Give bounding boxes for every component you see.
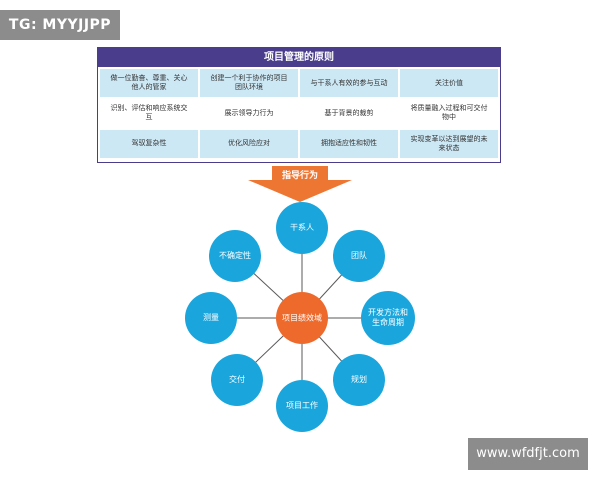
principles-title: 项目管理的原则 (98, 48, 500, 67)
guidance-arrow: 指导行为 (248, 166, 352, 202)
principle-cell: 优化风险应对 (200, 129, 298, 158)
domain-node-project-work (276, 380, 328, 432)
domain-label-measurement: 测量 (203, 313, 219, 322)
domain-node-delivery (211, 354, 263, 406)
principle-cell: 关注价值 (400, 69, 498, 98)
domain-label-project-work: 项目工作 (286, 401, 318, 410)
center-node-label: 项目绩效域 (282, 313, 322, 323)
principle-cell: 展示领导力行为 (200, 99, 298, 128)
domain-node-development-lifecycle (361, 291, 415, 345)
principles-grid: 做一位勤奋、尊重、关心他人的管家 创建一个利于协作的项目团队环境 与干系人有效的… (98, 67, 500, 160)
center-node (276, 292, 328, 344)
domain-label-uncertainty: 不确定性 (219, 251, 251, 260)
domain-label-delivery: 交付 (229, 375, 245, 384)
principle-cell: 实现变革以达到展望的未来状态 (400, 129, 498, 158)
principle-cell: 将质量融入过程和可交付物中 (400, 99, 498, 128)
watermark-top-left: TG: MYYJJPP (0, 10, 120, 40)
domain-label-team: 团队 (351, 251, 367, 260)
guidance-arrow-label: 指导行为 (281, 171, 318, 181)
principle-cell: 识别、评估和响应系统交互 (100, 99, 198, 128)
principle-cell: 驾驭复杂性 (100, 129, 198, 158)
domain-node-team (333, 230, 385, 282)
principle-cell: 基于背景的裁剪 (300, 99, 398, 128)
domain-node-stakeholders (276, 202, 328, 254)
principle-cell: 与干系人有效的参与互动 (300, 69, 398, 98)
principle-cell: 创建一个利于协作的项目团队环境 (200, 69, 298, 98)
domain-node-measurement (185, 292, 237, 344)
domain-label-stakeholders: 干系人 (290, 223, 314, 232)
domain-node-planning (333, 354, 385, 406)
domain-label-development-lifecycle: 开发方法和生命周期 (368, 308, 408, 327)
watermark-bottom-right: www.wfdfjt.com (468, 438, 588, 470)
principle-cell: 拥抱适应性和韧性 (300, 129, 398, 158)
principles-table: 项目管理的原则 做一位勤奋、尊重、关心他人的管家 创建一个利于协作的项目团队环境… (97, 47, 501, 163)
domain-node-uncertainty (209, 230, 261, 282)
principle-cell: 做一位勤奋、尊重、关心他人的管家 (100, 69, 198, 98)
domain-label-planning: 规划 (351, 375, 367, 384)
down-arrow-icon (248, 166, 352, 202)
